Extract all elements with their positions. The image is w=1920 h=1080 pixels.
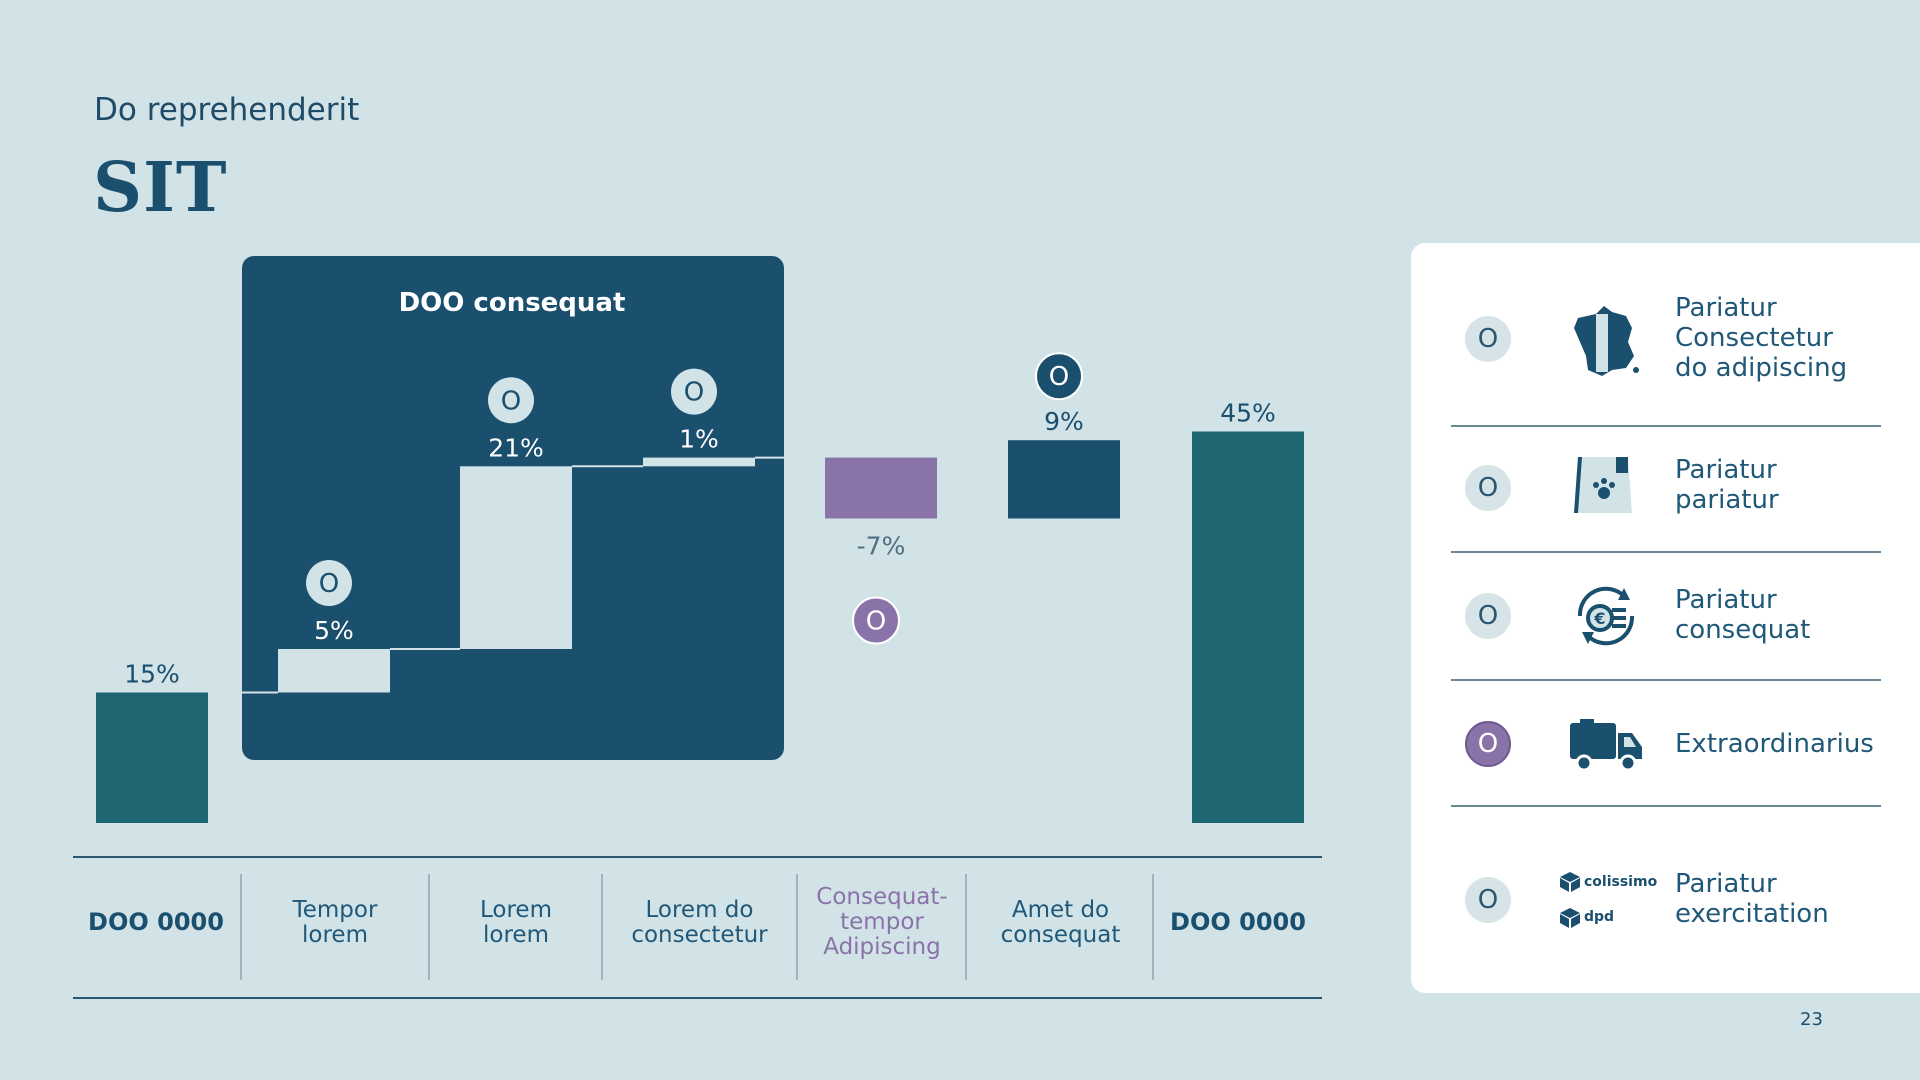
legend-divider <box>1451 679 1881 681</box>
carrier-dpd: dpd <box>1584 909 1615 925</box>
category-separator <box>601 874 603 980</box>
data-label: 21% <box>488 433 544 462</box>
carrier-colissimo: colissimo <box>1584 874 1658 890</box>
delivery-truck-icon <box>1570 719 1642 772</box>
category-separator <box>240 874 242 980</box>
legend-badge: O <box>1465 721 1511 767</box>
data-label: 9% <box>1044 407 1084 436</box>
category-cell-7: DOO 0000 <box>1170 908 1306 936</box>
category-separator <box>796 874 798 980</box>
legend-divider <box>1451 551 1881 553</box>
legend-badge: O <box>1465 465 1511 511</box>
bar-2 <box>278 649 390 693</box>
bar-5 <box>825 457 937 519</box>
bar-7 <box>1192 431 1304 823</box>
legend-badge: O <box>1465 593 1511 639</box>
step-badge-label: O <box>1049 362 1069 392</box>
slide-subtitle: Do reprehenderit <box>94 92 360 128</box>
step-badge-label: O <box>684 378 704 408</box>
legend-label: Extraordinarius <box>1675 729 1874 759</box>
category-cell-1: DOO 0000 <box>88 908 224 936</box>
data-label: 1% <box>679 425 719 454</box>
legend-badge: O <box>1465 316 1511 362</box>
pet-food-bag-icon <box>1574 457 1632 513</box>
category-separator <box>965 874 967 980</box>
france-map-icon <box>1574 306 1639 376</box>
step-badge <box>488 377 534 424</box>
step-badge <box>852 596 900 645</box>
parcel-box-icon <box>1560 908 1580 928</box>
bar-6 <box>1008 440 1120 519</box>
step-badge-label: O <box>501 386 521 416</box>
bar-1 <box>96 692 208 823</box>
svg-text:€: € <box>1593 609 1605 628</box>
category-separator <box>428 874 430 980</box>
category-separator <box>1152 874 1154 980</box>
slide-title: SIT <box>93 148 228 228</box>
data-label: 15% <box>124 660 180 689</box>
legend-divider <box>1451 425 1881 427</box>
data-label: 5% <box>314 616 354 645</box>
euro-refresh-icon: € <box>1577 586 1635 646</box>
data-label: -7% <box>857 532 906 561</box>
step-badge <box>306 560 352 606</box>
step-badge-label: O <box>866 607 886 637</box>
step-badge-label: O <box>319 569 339 599</box>
legend-badge: O <box>1465 877 1511 923</box>
legend-row: O Extraordinarius <box>1411 681 1920 807</box>
chart-marks: 15% 5% O 21% O 1% O -7% O 9% O 45% <box>96 352 1304 823</box>
step-badge <box>1035 352 1083 401</box>
bar-4 <box>643 457 755 467</box>
parcel-carriers-icon: colissimo dpd <box>1559 869 1659 939</box>
group-label: DOO consequat <box>399 288 626 318</box>
page-number: 23 <box>1800 1009 1823 1030</box>
parcel-box-icon <box>1560 872 1580 892</box>
data-label: 45% <box>1220 399 1276 428</box>
bar-3 <box>460 466 572 649</box>
waterfall-chart: DOO consequat 15% 5% O 21% O 1% O -7% O 9% O 45% <box>96 256 1304 823</box>
legend-divider <box>1451 805 1881 807</box>
step-badge <box>671 368 717 415</box>
